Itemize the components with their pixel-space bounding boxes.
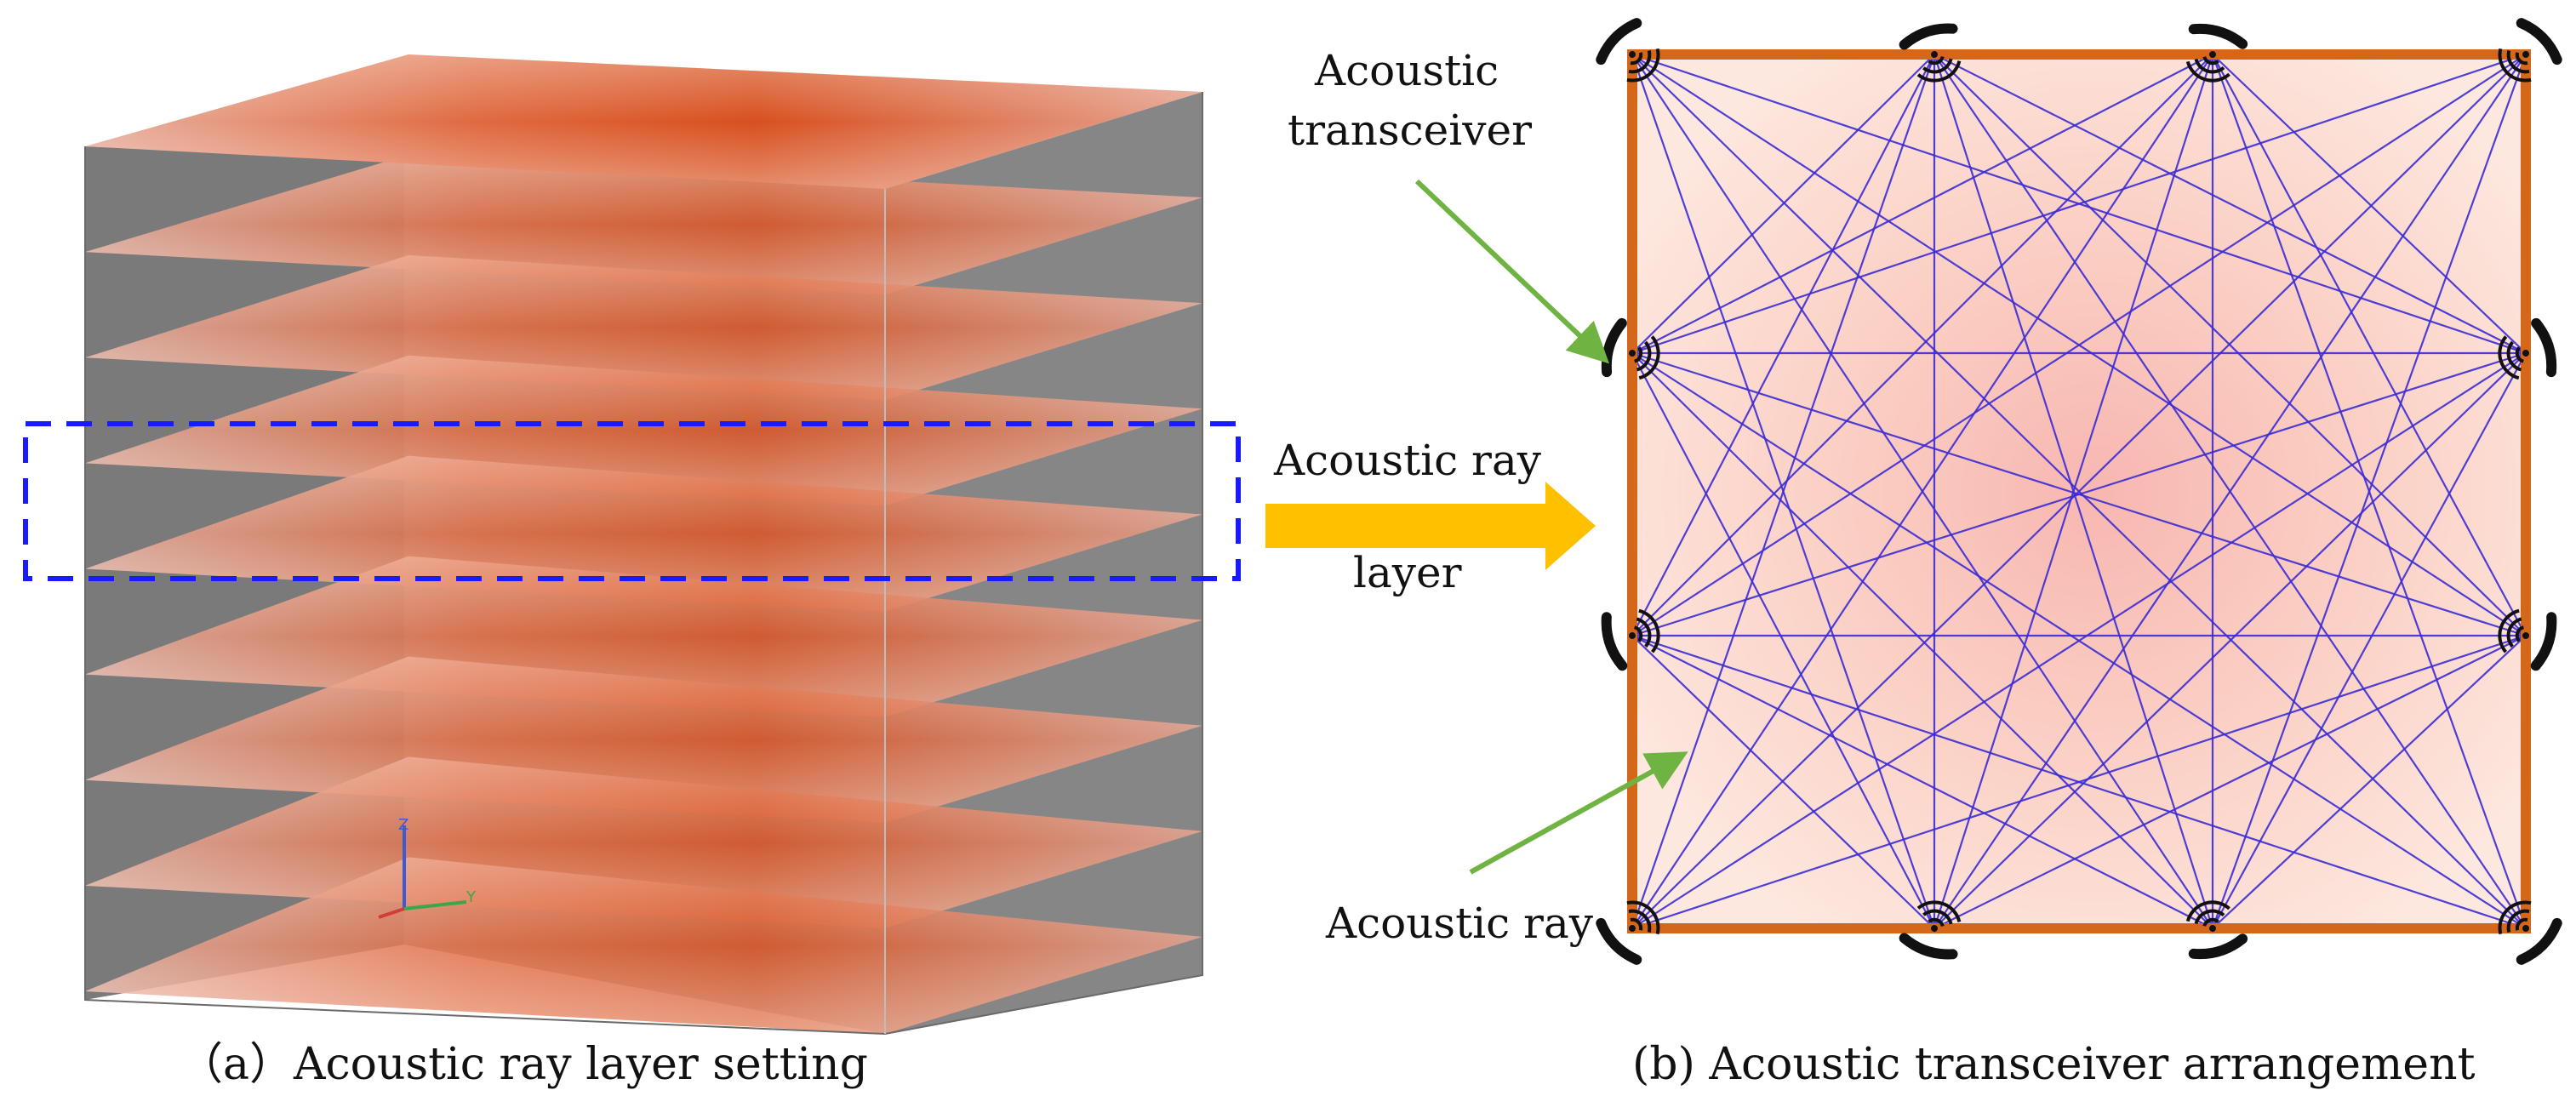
transceiver-icon <box>2498 608 2557 671</box>
acoustic-ray-line <box>2212 352 2527 929</box>
axis-y-label: Y <box>466 888 477 906</box>
highlighted-layer-box <box>23 421 1241 581</box>
axis-triad: Z Y <box>378 816 477 919</box>
layer-to-arrangement-arrow: Acoustic ray layer <box>1265 436 1596 597</box>
acoustic-ray-line <box>1631 352 2213 929</box>
transceiver-icon <box>1899 23 1962 83</box>
acoustic-ray-line <box>1631 53 2527 355</box>
arrow-label-line1: Acoustic ray <box>1273 436 1542 485</box>
ray-label: Acoustic ray <box>1325 899 1594 948</box>
acoustic-ray-line <box>1631 54 1935 636</box>
acoustic-ray-line <box>1631 351 2527 637</box>
transceiver-icon <box>1899 900 1962 960</box>
transceiver-icon <box>2498 900 2562 965</box>
axis-z-label: Z <box>398 816 408 834</box>
acoustic-ray-line <box>1631 54 2213 354</box>
acoustic-ray-line <box>1933 635 2527 929</box>
transceiver-icon <box>2498 18 2562 83</box>
panel-b-arrangement: Acoustic transceiver Acoustic ray <box>1288 18 2562 965</box>
panel-b-caption: (b) Acoustic transceiver arrangement <box>1632 1039 2476 1090</box>
transceiver-icon <box>2185 900 2248 960</box>
acoustic-ray-line <box>2212 54 2527 354</box>
transceiver-icon <box>1601 608 1660 671</box>
ray-pointer-arrow <box>1469 751 1688 875</box>
panel-a-caption: （a）Acoustic ray layer setting <box>179 1039 868 1090</box>
acoustic-ray-line <box>1631 54 1935 354</box>
measurement-frame <box>1627 49 2531 933</box>
acoustic-ray-line <box>1631 635 1935 929</box>
transceiver-icon <box>2185 23 2248 83</box>
acoustic-ray-line <box>2212 635 2527 929</box>
transceiver-icon <box>1596 18 1660 83</box>
acoustic-ray-line <box>1631 634 2527 930</box>
acoustic-ray-line <box>1933 54 2527 354</box>
acoustic-ray-line <box>1631 54 2527 636</box>
acoustic-ray-line <box>1933 54 2527 636</box>
transceiver-icon <box>2498 317 2557 380</box>
transceivers <box>1596 18 2562 965</box>
panel-a-cube: Z Y <box>23 54 1241 1036</box>
acoustic-ray-line <box>1933 54 2214 929</box>
acoustic-ray-line <box>1631 352 2527 929</box>
transceiver-icon <box>1596 900 1660 965</box>
transceiver-label-line2: transceiver <box>1288 106 1532 155</box>
transceiver-label-line1: Acoustic <box>1314 46 1499 95</box>
arrow-label-line2: layer <box>1353 548 1462 597</box>
acoustic-ray-line <box>2212 54 2527 636</box>
transceiver-icon <box>1601 317 1660 380</box>
yellow-arrow-icon <box>1265 482 1596 570</box>
acoustic-ray-line <box>1631 54 2213 929</box>
acoustic-ray-line <box>1631 352 1935 929</box>
acoustic-ray-line <box>1933 54 2527 929</box>
acoustic-rays <box>1631 53 2527 930</box>
acoustic-ray-line <box>1631 54 2527 929</box>
transceiver-pointer-arrow <box>1414 179 1610 364</box>
acoustic-ray-line <box>1631 635 2213 929</box>
acoustic-ray-layers <box>85 154 1202 1034</box>
acoustic-ray-line <box>1933 352 2527 929</box>
acoustic-ray-line <box>2211 54 2527 929</box>
